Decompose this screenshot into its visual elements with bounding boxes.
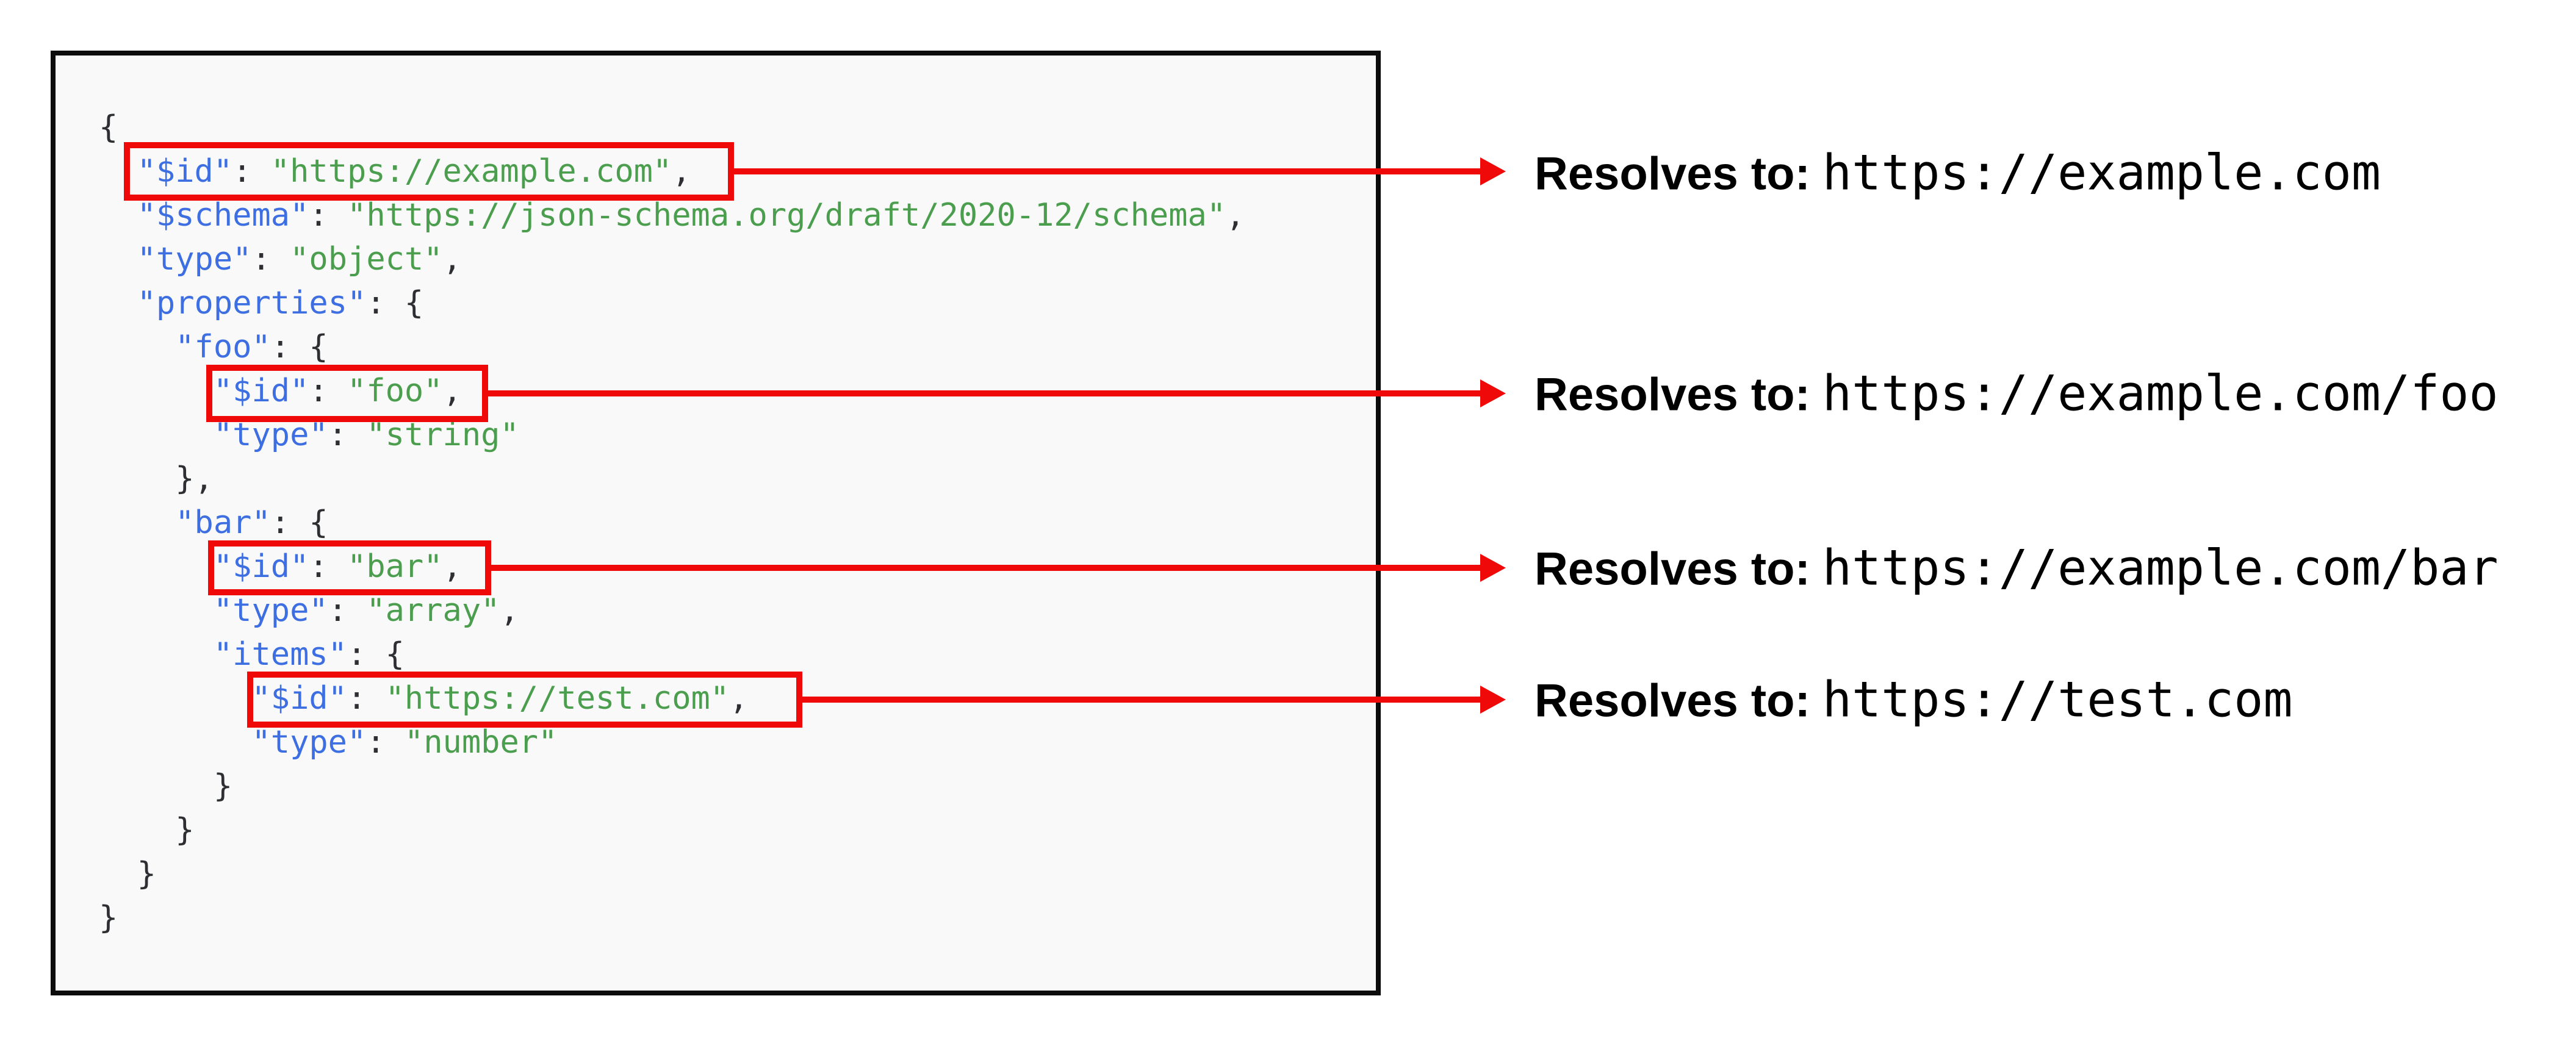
code-line: "type": "object", bbox=[137, 241, 462, 278]
arrow-test-id-icon bbox=[802, 686, 1506, 714]
code-line: } bbox=[99, 856, 156, 892]
code-line: "type": "string" bbox=[213, 417, 519, 453]
arrow-root-id-icon bbox=[734, 157, 1506, 185]
highlight-box-test-id bbox=[247, 672, 802, 728]
code-line: { bbox=[99, 109, 118, 146]
code-line: } bbox=[99, 900, 118, 936]
resolves-label: Resolves to: bbox=[1534, 368, 1810, 421]
json-schema-code-panel: { "$id": "https://example.com", "$schema… bbox=[51, 51, 1381, 995]
resolved-url: https://example.com bbox=[1822, 144, 2381, 201]
resolves-annotation-test: Resolves to: https://test.com bbox=[1534, 672, 2293, 728]
code-line-id-declaration: "$id": "https://test.com", bbox=[251, 680, 749, 717]
code-line: } bbox=[99, 812, 195, 848]
resolves-annotation-foo: Resolves to: https://example.com/foo bbox=[1534, 365, 2499, 422]
resolves-label: Resolves to: bbox=[1534, 148, 1810, 200]
resolved-url: https://test.com bbox=[1822, 671, 2293, 728]
code-block: { "$id": "https://example.com", "$schema… bbox=[99, 106, 1245, 940]
arrow-bar-id-icon bbox=[491, 554, 1506, 582]
code-line-id-declaration: "$id": "https://example.com", bbox=[137, 153, 691, 190]
code-line: "items": { bbox=[213, 636, 405, 673]
resolves-annotation-bar: Resolves to: https://example.com/bar bbox=[1534, 540, 2499, 597]
resolved-url: https://example.com/foo bbox=[1822, 365, 2499, 422]
resolves-label: Resolves to: bbox=[1534, 675, 1810, 727]
code-line-id-declaration: "$id": "foo", bbox=[213, 373, 462, 409]
resolves-annotation-root: Resolves to: https://example.com bbox=[1534, 145, 2381, 201]
code-line: } bbox=[99, 768, 233, 805]
code-line: "properties": { bbox=[137, 285, 424, 321]
code-line: "type": "number" bbox=[251, 724, 558, 761]
arrow-foo-id-icon bbox=[488, 379, 1506, 407]
resolved-url: https://example.com/bar bbox=[1822, 539, 2499, 597]
code-line: }, bbox=[99, 461, 214, 497]
code-line: "bar": { bbox=[175, 504, 328, 541]
code-line-id-declaration: "$id": "bar", bbox=[213, 548, 462, 585]
resolves-label: Resolves to: bbox=[1534, 543, 1810, 595]
code-line: "type": "array", bbox=[213, 592, 519, 629]
highlight-box-foo-id bbox=[206, 365, 488, 422]
highlight-box-root-id bbox=[124, 142, 734, 201]
highlight-box-bar-id bbox=[208, 540, 491, 595]
code-line: "foo": { bbox=[175, 329, 328, 365]
code-line: "$schema": "https://json-schema.org/draf… bbox=[137, 197, 1245, 234]
